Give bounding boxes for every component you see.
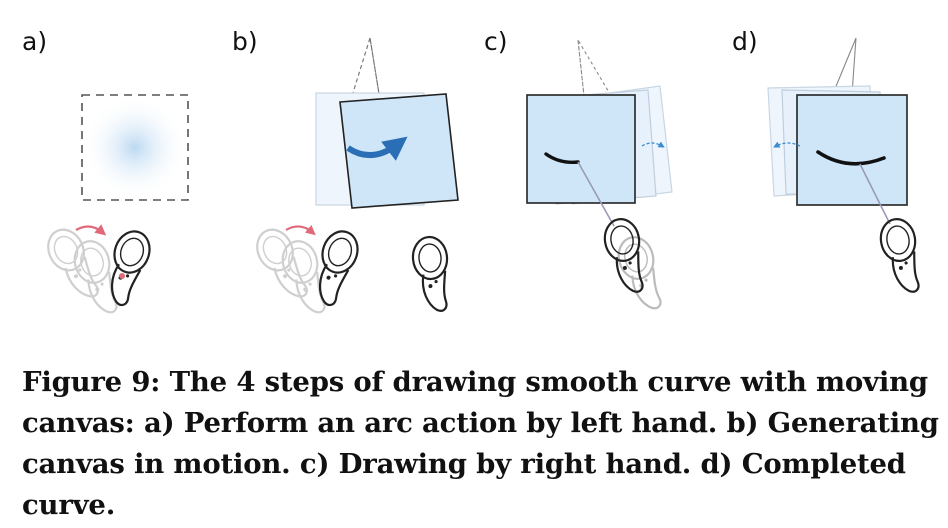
- left-controller: [96, 225, 157, 310]
- motion-trail-lines: [577, 39, 611, 97]
- caption-line: canvas: a) Perform an arc action by left…: [22, 407, 939, 439]
- canvas-glow: [82, 95, 188, 200]
- pointer-ray: [577, 161, 615, 227]
- dashed-canvas-outline: [81, 94, 189, 201]
- panel-d: [767, 37, 926, 297]
- rotation-arrow: [346, 136, 408, 161]
- drawn-curve: [544, 152, 580, 165]
- panel-label-c: c): [484, 27, 508, 56]
- motion-trail-lines: [351, 37, 381, 101]
- panel-label-b: b): [232, 27, 258, 56]
- hand-arc-arrow: [285, 224, 316, 236]
- ghost-controllers: [249, 222, 332, 320]
- panel-b: [249, 37, 459, 320]
- canvas-motion-arrow: [773, 141, 801, 148]
- canvas-plane: [796, 94, 908, 206]
- hand-arc-arrow: [75, 224, 107, 236]
- panel-c: [526, 39, 673, 316]
- left-controller: [304, 225, 365, 310]
- pointer-ray: [859, 163, 891, 225]
- caption-line: canvas in motion. c) Drawing by right ha…: [22, 448, 906, 480]
- figure-illustration: a) b) c) d): [22, 27, 926, 320]
- canvas-plane: [526, 94, 636, 204]
- panel-label-d: d): [732, 27, 758, 56]
- right-controller: [876, 215, 926, 297]
- canvas-motion-arrow: [641, 141, 665, 148]
- figure-caption: Figure 9: The 4 steps of drawing smooth …: [22, 362, 939, 526]
- panel-label-a: a): [22, 27, 47, 56]
- completed-curve: [816, 150, 886, 166]
- panel-a: [40, 94, 189, 320]
- motion-trail-lines: [831, 37, 857, 97]
- trigger-dot: [119, 273, 125, 279]
- caption-line: Figure 9: The 4 steps of drawing smooth …: [22, 366, 928, 398]
- ghost-controllers: [40, 222, 124, 320]
- right-controller: [410, 234, 453, 314]
- caption-line: curve.: [22, 489, 116, 521]
